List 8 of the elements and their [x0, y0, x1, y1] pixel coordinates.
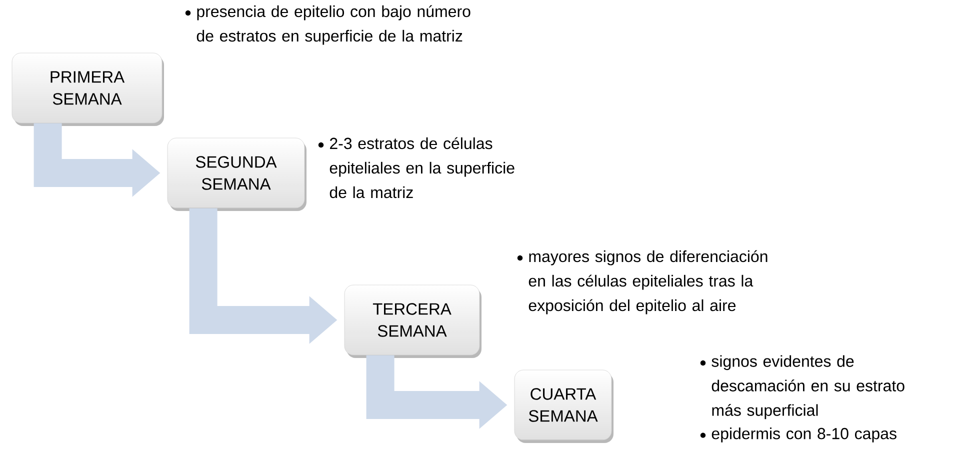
bullet-text: epidermis con 8-10 capas	[712, 428, 896, 442]
process-box: SEGUNDA SEMANA	[167, 138, 306, 211]
process-box: TERCERA SEMANA	[344, 284, 482, 358]
process-box: CUARTA SEMANA	[514, 370, 614, 443]
bullet-text: mayores signos de diferenciación en las células epiteliales tras la exposición del epitelio al aire	[528, 250, 768, 314]
bullet-text: 2-3 estratos de células epiteliales en la superficie de la matriz	[330, 137, 514, 198]
bullet-text: presencia de epitelio con bajo número de estratos en superficie de la matriz	[196, 5, 470, 45]
process-box: PRIMERA SEMANA	[12, 52, 164, 126]
